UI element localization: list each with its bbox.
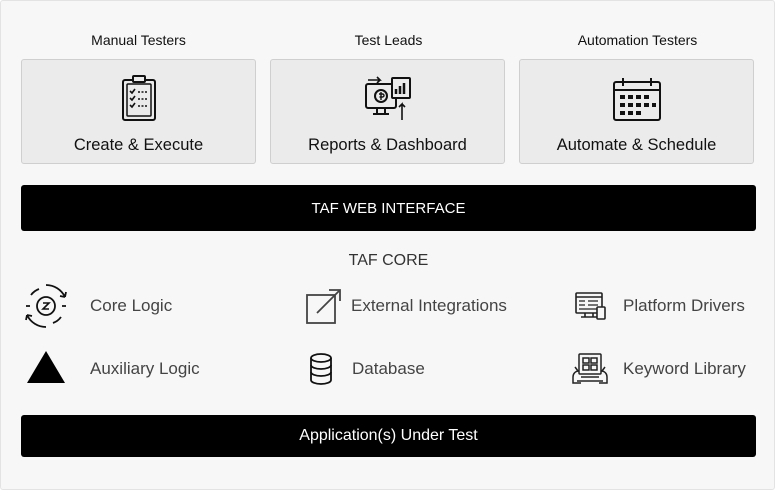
role-label-automation-testers: Automation Testers (577, 32, 698, 48)
module-label-platform-drivers: Platform Drivers (623, 296, 745, 315)
card-title: Automate & Schedule (556, 136, 717, 154)
module-label-core-logic: Core Logic (90, 296, 173, 315)
triangle-icon (25, 347, 71, 393)
card-title: Reports & Dashboard (308, 136, 467, 154)
core-logic-icon (23, 283, 69, 329)
role-label-manual-testers: Manual Testers (91, 32, 186, 48)
card-automate-schedule: Automate & Schedule (519, 59, 754, 164)
external-link-icon (301, 283, 347, 329)
reports-monitor-icon (362, 74, 414, 126)
keyword-library-icon (567, 347, 613, 393)
module-label-keyword-library: Keyword Library (623, 359, 746, 378)
card-reports-dashboard: Reports & Dashboard (270, 59, 505, 164)
taf-web-interface-bar: TAF WEB INTERFACE (21, 185, 756, 231)
role-label-test-leads: Test Leads (354, 32, 423, 48)
database-icon (299, 347, 345, 393)
card-create-execute: Create & Execute (21, 59, 256, 164)
calendar-schedule-icon (611, 74, 663, 126)
module-label-auxiliary-logic: Auxiliary Logic (90, 359, 200, 378)
taf-core-title: TAF CORE (348, 252, 429, 269)
clipboard-checklist-icon (113, 74, 165, 126)
card-title: Create & Execute (73, 136, 204, 154)
platform-drivers-icon (567, 283, 613, 329)
module-label-external-integrations: External Integrations (351, 296, 507, 315)
application-under-test-bar: Application(s) Under Test (21, 415, 756, 457)
module-label-database: Database (352, 359, 425, 378)
